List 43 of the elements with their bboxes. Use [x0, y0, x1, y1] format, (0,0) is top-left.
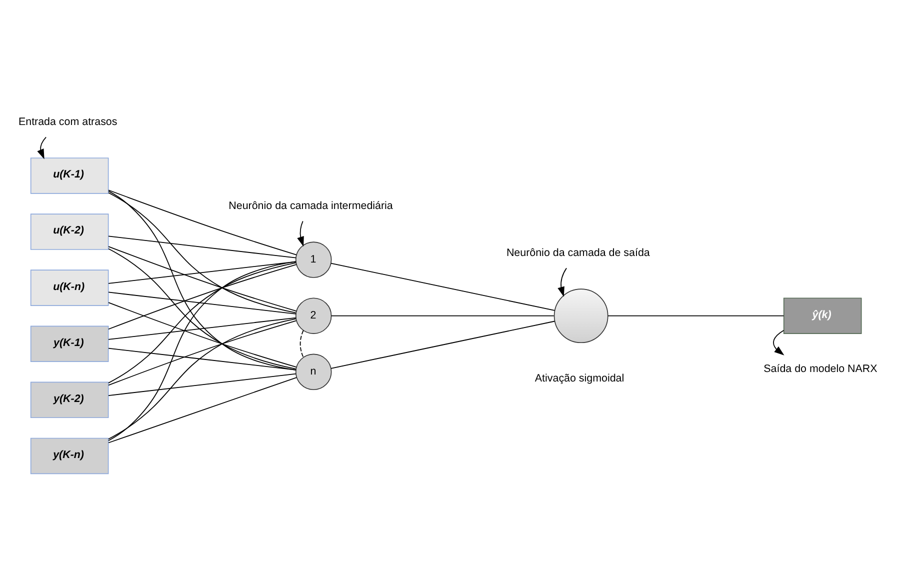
node-label: Ativação sigmoidal: [534, 372, 624, 384]
connector: [108, 320, 297, 386]
connector: [108, 291, 296, 314]
arrow: [297, 220, 304, 246]
node-box: u(K-2): [30, 213, 109, 250]
node-circle: 2: [295, 297, 332, 334]
node-text: Neurônio da camada intermediária: [228, 200, 393, 212]
connector: [108, 190, 296, 370]
node-text: Saída do modelo NARX: [764, 362, 878, 375]
node-circle: [554, 288, 608, 343]
connector: [108, 372, 296, 396]
node-box: u(K-n): [30, 269, 109, 306]
connector: [108, 376, 297, 443]
node-text: Neurônio da camada de saída: [506, 246, 650, 259]
connector: [108, 316, 296, 340]
connector: [108, 248, 296, 369]
node-box: y(K-2): [30, 381, 109, 418]
connector: [108, 262, 296, 383]
node-circle: 1: [295, 241, 332, 278]
connector: [108, 264, 297, 330]
node-box: ŷ(k): [783, 297, 862, 334]
node-text: Entrada com atrasos: [18, 115, 118, 128]
connector: [108, 318, 296, 439]
arrow: [558, 267, 567, 296]
arrow: [37, 136, 46, 159]
connector: [330, 314, 554, 316]
connector: [300, 329, 304, 358]
connector: [608, 314, 784, 316]
connector: [108, 260, 296, 284]
arrow: [773, 329, 784, 355]
node-box: y(K-1): [30, 325, 109, 362]
node-circle: n: [295, 353, 332, 390]
connector: [108, 246, 297, 311]
connector: [108, 235, 296, 258]
connector: [108, 192, 296, 313]
connector: [108, 260, 296, 441]
node-box: y(K-n): [30, 437, 109, 474]
connector: [330, 320, 556, 368]
node-box: u(K-1): [30, 157, 109, 194]
connector: [330, 262, 556, 310]
connector: [108, 302, 297, 368]
connector: [108, 347, 296, 370]
connector: [108, 189, 297, 255]
